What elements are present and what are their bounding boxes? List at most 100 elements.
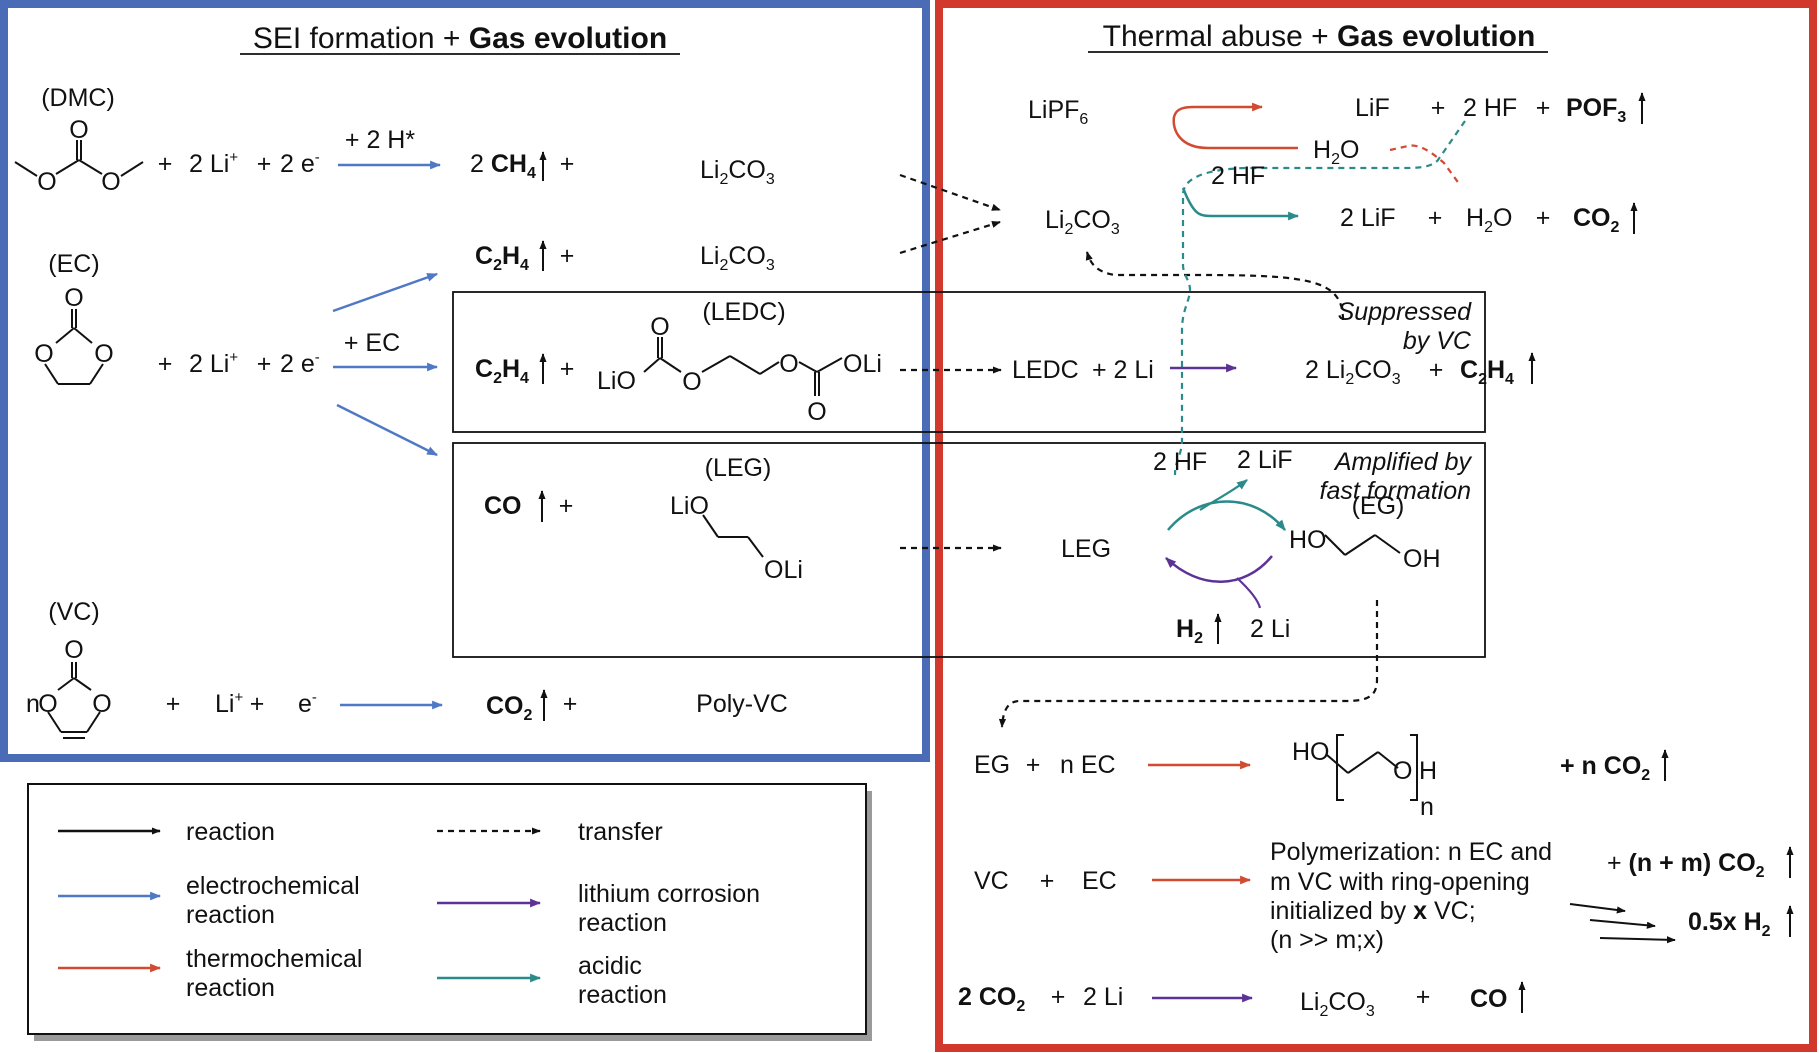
vc-o-right: O	[92, 690, 111, 718]
pof3-product: POF3	[1566, 94, 1626, 126]
dmc-plus2: +	[257, 150, 272, 178]
thermal-panel-border	[935, 0, 1817, 1052]
peg-h: H	[1419, 757, 1437, 785]
ec-o-left: O	[34, 340, 53, 368]
thermal-panel-title: Thermal abuse + Gas evolution	[1103, 20, 1536, 53]
dmc-structure	[14, 140, 144, 177]
amplified-note-2: fast formation	[1320, 477, 1471, 505]
h2o-recycle-dashed	[1389, 144, 1461, 186]
two-lif-plus: +	[1428, 204, 1443, 232]
dmc-o-right: O	[101, 168, 120, 196]
lif-plus: +	[1431, 94, 1446, 122]
sei-panel-border	[0, 0, 930, 762]
peg-sub-n: n	[1420, 793, 1434, 821]
legend-lithium-label-2: reaction	[578, 909, 667, 937]
sei-panel-title: SEI formation + Gas evolution	[253, 22, 667, 55]
co-plus: +	[559, 492, 574, 520]
transfer-eg-down	[998, 600, 1379, 728]
nm-co2-product: + (n + m) CO2	[1607, 849, 1765, 881]
li2co3-acid-arrow	[1181, 187, 1300, 221]
vc-ec-plus: +	[1040, 867, 1055, 895]
legend-acidic-label-1: acidic	[578, 952, 642, 980]
ec-reactant: EC	[1082, 867, 1117, 895]
ec-plus2: +	[257, 350, 272, 378]
leg-structure	[702, 514, 764, 558]
n-ec-reactant: n EC	[1060, 751, 1116, 779]
ledc-structure	[643, 337, 843, 396]
cycle-acid-branch	[1199, 479, 1248, 511]
c2h4-product-1: C2H4	[475, 242, 529, 274]
two-li2co3-product: 2 Li2CO3	[1305, 356, 1401, 388]
amplified-note-1: Amplified by	[1333, 448, 1473, 476]
cycle-corrosion-branch	[1236, 577, 1262, 609]
c2h4-product-3: C2H4	[1460, 356, 1514, 388]
dmc-o-left: O	[37, 168, 56, 196]
polymerization-line-3: initialized by x VC;	[1270, 897, 1476, 925]
vc-label: (VC)	[48, 598, 99, 626]
co2-product-vc: CO2	[486, 692, 533, 724]
leg-oli: OLi	[764, 556, 803, 584]
leg-lio: LiO	[670, 492, 709, 520]
hf-transfer-dashed	[1173, 120, 1466, 476]
eg-structure	[1324, 534, 1401, 556]
h2-product-cycle: H2	[1176, 615, 1203, 647]
leg-box	[452, 442, 1486, 658]
dmc-lithium: 2 Li+	[189, 149, 238, 178]
h2o-plus: +	[1536, 204, 1551, 232]
dmc-o-top: O	[69, 116, 88, 144]
ec-arrow-up	[332, 272, 439, 313]
c2h4-plus-1: +	[560, 242, 575, 270]
h2-reaction-arrow-2	[1589, 919, 1656, 929]
peg-ho: HO	[1292, 738, 1330, 766]
ec-o-top: O	[64, 284, 83, 312]
half-h2-product: 0.5x H2	[1688, 908, 1771, 940]
ledc-reactant: LEDC	[1012, 356, 1079, 384]
ec-o-right: O	[94, 340, 113, 368]
ec-arrow-down	[336, 403, 438, 457]
hf-plus: +	[1536, 94, 1551, 122]
li2co3-corrosion-product: Li2CO3	[1300, 988, 1375, 1020]
legend-transfer-label: transfer	[578, 818, 663, 846]
ledc-oli: OLi	[843, 350, 882, 378]
h2o-product: H2O	[1466, 204, 1512, 236]
ledc-label: (LEDC)	[702, 298, 785, 326]
dmc-electrons: 2 e-	[280, 149, 320, 178]
vc-n: n	[26, 690, 40, 718]
co2-plus-vc: +	[563, 690, 578, 718]
ec-plus: +	[158, 350, 173, 378]
h2o-reactant: H2O	[1313, 136, 1359, 168]
cycle-hf: 2 HF	[1153, 448, 1207, 476]
peg-structure	[1326, 734, 1418, 801]
li2co3-co-plus: +	[1416, 983, 1431, 1011]
two-co2-plus: +	[1051, 983, 1066, 1011]
suppressed-note-2: by VC	[1403, 327, 1472, 355]
ledc-o-ether-left: O	[682, 368, 701, 396]
ec-structure	[44, 309, 104, 385]
legend-reaction-label: reaction	[186, 818, 275, 846]
n-co2-product: + n CO2	[1560, 752, 1650, 784]
cycle-corrosion-arrow	[1165, 555, 1273, 583]
ch4-product: 2 CH4	[470, 150, 536, 182]
transfer-dmc-li2co3	[899, 173, 1001, 212]
two-co2-reactant: 2 CO2	[958, 983, 1025, 1015]
eg-plus: +	[1026, 751, 1041, 779]
suppressed-note-1: Suppressed	[1338, 298, 1473, 326]
ledc-box	[452, 291, 1486, 433]
legend-box	[27, 783, 867, 1035]
legend-acidic-label-2: reaction	[578, 981, 667, 1009]
lipf6: LiPF6	[1028, 96, 1088, 128]
co2-product-acid: CO2	[1573, 204, 1620, 236]
dmc-label: (DMC)	[41, 84, 115, 112]
leg-reactant: LEG	[1061, 535, 1111, 563]
polymerization-line-4: (n >> m;x)	[1270, 926, 1384, 954]
li2co3-dmc: Li2CO3	[700, 156, 775, 188]
ec-label: (EC)	[48, 250, 99, 278]
c2h4-product-2: C2H4	[475, 355, 529, 387]
transfer-ec-li2co3	[899, 220, 1001, 255]
vc-plus2: +	[250, 690, 265, 718]
ec-electrons: 2 e-	[280, 349, 320, 378]
legend-electrochemical-label-1: electrochemical	[186, 872, 360, 900]
c2h4-plus-2: +	[560, 355, 575, 383]
